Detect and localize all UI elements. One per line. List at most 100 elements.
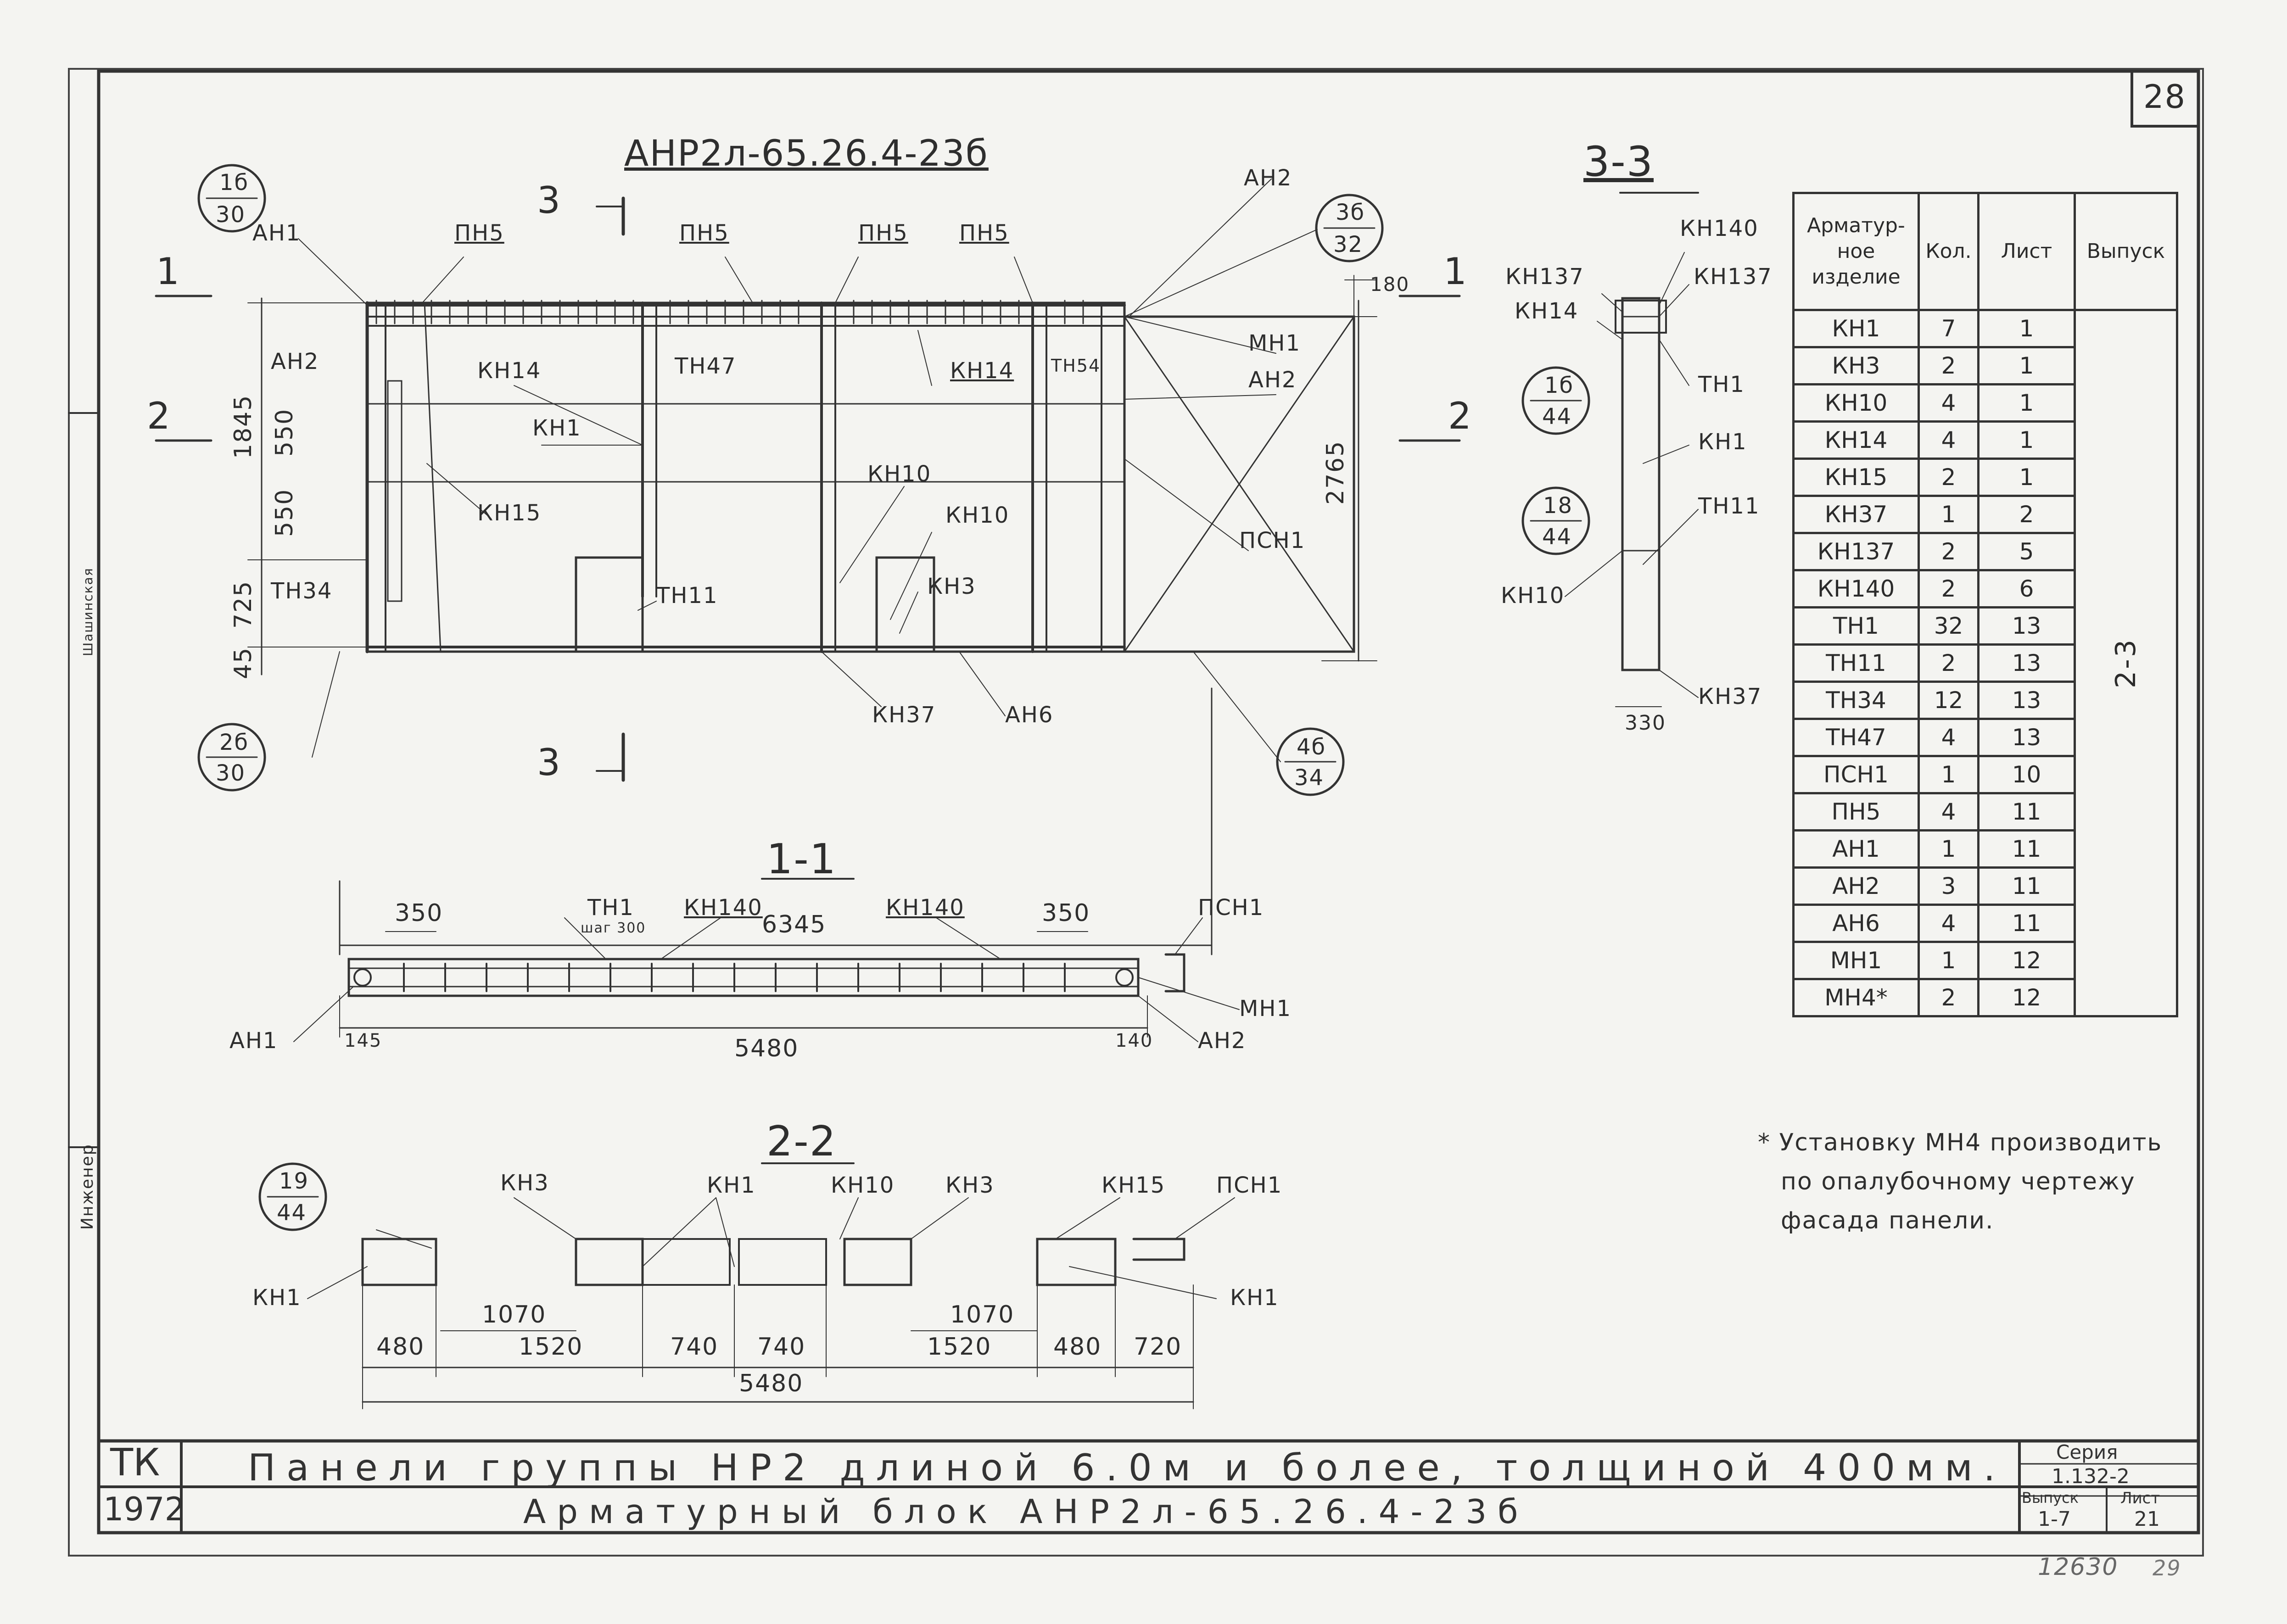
spec-cell-item: АН6	[1792, 904, 1920, 943]
facade-label: ТН11	[656, 583, 718, 608]
footnote-line: * Установку МН4 производить	[1758, 1129, 2163, 1156]
spec-cell-sheet: 11	[1977, 792, 2076, 832]
series-label: Серия	[2056, 1441, 2118, 1463]
section-1-1-label: КН140	[886, 895, 965, 921]
facade-label: АН1	[252, 220, 301, 246]
spec-cell-sheet: 10	[1977, 755, 2076, 794]
section-1-1-dim: 350	[1042, 899, 1090, 927]
callout-top: 19	[279, 1168, 309, 1194]
facade-label: ПН5	[959, 220, 1009, 246]
title-block-line2: Арматурный блок АНР2л-65.26.4-23б	[523, 1492, 1529, 1531]
callout-bottom: 44	[1542, 524, 1572, 550]
section-3-3-title: 3-3	[1583, 138, 1654, 186]
facade-view	[155, 179, 1461, 955]
section-1-1-view	[293, 878, 1240, 1042]
section-3-3-label: КН140	[1680, 216, 1759, 241]
title-block-code: ТК	[110, 1441, 160, 1484]
facade-label: КН37	[872, 702, 936, 728]
facade-label: КН3	[927, 574, 976, 599]
section-1-1-dim: 145	[344, 1030, 382, 1051]
section-2-2-label: ПСН1	[1216, 1172, 1283, 1198]
spec-cell-qty: 7	[1918, 309, 1979, 348]
spec-cell-qty: 3	[1918, 866, 1979, 906]
section-3-3-label: ТН11	[1698, 493, 1760, 519]
spec-cell-qty: 4	[1918, 420, 1979, 460]
spec-cell-qty: 4	[1918, 792, 1979, 832]
issue-label: Выпуск	[2022, 1489, 2079, 1507]
spec-cell-qty: 1	[1918, 755, 1979, 794]
spec-cell-item: КН15	[1792, 458, 1920, 497]
spec-header-release: Выпуск	[2074, 192, 2178, 311]
section-1-1-title: 1-1	[766, 835, 837, 883]
archive-suffix: 29	[2153, 1556, 2181, 1580]
spec-cell-qty: 2	[1918, 978, 1979, 1017]
side-label: Шашинская	[80, 567, 95, 656]
title-block-line1: Панели группы НР2 длиной 6.0м и более, т…	[248, 1446, 2007, 1489]
footnote-line: по опалубочному чертежу	[1781, 1168, 2136, 1195]
spec-cell-sheet: 1	[1977, 346, 2076, 385]
section-2-2-dim: 1520	[927, 1333, 992, 1361]
spec-cell-sheet: 11	[1977, 829, 2076, 869]
facade-label: АН2	[271, 349, 319, 374]
callout-top: 18	[1543, 493, 1573, 519]
callout-bottom: 32	[1333, 232, 1364, 257]
spec-cell-item: КН3	[1792, 346, 1920, 385]
section-2-2-label: КН3	[500, 1170, 549, 1196]
spec-cell-item: ТН34	[1792, 681, 1920, 720]
spec-cell-item: КН1	[1792, 309, 1920, 348]
spec-cell-item: КН137	[1792, 532, 1920, 571]
spec-cell-sheet: 12	[1977, 978, 2076, 1017]
facade-label: КН1	[532, 415, 582, 441]
spec-cell-qty: 4	[1918, 718, 1979, 757]
callout-top: 1б	[1544, 373, 1574, 398]
section-2-2-label: КН15	[1102, 1172, 1166, 1198]
spec-cell-sheet: 13	[1977, 643, 2076, 683]
facade-label: ТН54	[1051, 356, 1101, 376]
spec-cell-sheet: 5	[1977, 532, 2076, 571]
facade-label: ПСН1	[1239, 528, 1306, 553]
dim-550-a: 550	[271, 408, 298, 457]
dim-overall-width: 6345	[762, 911, 827, 938]
section-mark-2-right: 2	[1448, 395, 1472, 437]
title-block-year: 1972	[103, 1490, 185, 1528]
section-3-3-label: КН14	[1515, 298, 1579, 324]
section-2-2-dim: 740	[670, 1333, 719, 1361]
spec-header-sheet: Лист	[1977, 192, 2076, 311]
section-3-3-label: ТН1	[1698, 372, 1745, 397]
section-2-2-dim: 480	[376, 1333, 425, 1361]
spec-cell-sheet: 1	[1977, 309, 2076, 348]
spec-cell-item: МН4*	[1792, 978, 1920, 1017]
dim-45: 45	[229, 647, 257, 679]
series-value: 1.132-2	[2052, 1465, 2130, 1488]
sheet-number-box	[2130, 70, 2200, 128]
facade-label: ПН5	[858, 220, 908, 246]
side-label: Инженер	[78, 1144, 97, 1230]
section-1-1-label: шаг 300	[581, 920, 646, 936]
facade-label: АН2	[1248, 367, 1297, 393]
spec-cell-sheet: 12	[1977, 941, 2076, 980]
section-2-2-label: КН3	[945, 1172, 995, 1198]
spec-cell-sheet: 11	[1977, 866, 2076, 906]
spec-cell-qty: 2	[1918, 346, 1979, 385]
callout-top: 1б	[219, 170, 249, 195]
facade-label: КН14	[477, 358, 542, 384]
section-mark-3-top: 3	[537, 179, 561, 222]
section-2-2-dim: 1520	[519, 1333, 583, 1361]
spec-cell-item: АН1	[1792, 829, 1920, 869]
section-2-2-dim: 1070	[950, 1301, 1015, 1328]
facade-label: ТН34	[271, 578, 333, 604]
section-2-2-label: КН1	[707, 1172, 756, 1198]
callout-bottom: 30	[216, 760, 246, 786]
spec-cell-sheet: 1	[1977, 383, 2076, 423]
spec-cell-item: КН14	[1792, 420, 1920, 460]
